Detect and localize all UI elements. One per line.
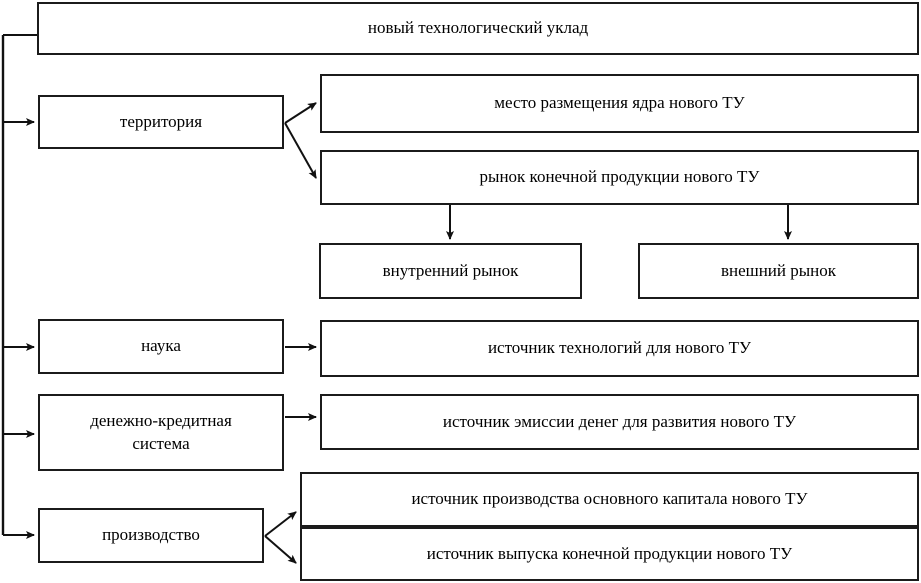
node-external-market[interactable]: внешний рынок bbox=[638, 243, 919, 299]
node-label: новый технологический уклад bbox=[367, 18, 589, 38]
node-label: место размещения ядра нового ТУ bbox=[494, 93, 745, 113]
node-label: наука bbox=[141, 336, 181, 356]
node-label: источник выпуска конечной продукции ново… bbox=[426, 543, 793, 563]
node-label: территория bbox=[119, 111, 203, 131]
node-label: внутренний рынок bbox=[382, 260, 519, 280]
node-money-emission-source[interactable]: источник эмиссии денег для развития ново… bbox=[320, 394, 919, 450]
node-label: источник технологий для нового ТУ bbox=[487, 338, 752, 358]
node-technology-source[interactable]: источник технологий для нового ТУ bbox=[320, 320, 919, 377]
arrow-production-to-final-output-source bbox=[264, 535, 297, 564]
node-core-placement[interactable]: место размещения ядра нового ТУ bbox=[320, 74, 919, 133]
node-monetary-credit-system[interactable]: денежно-кредитная система bbox=[38, 394, 284, 471]
node-internal-market[interactable]: внутренний рынок bbox=[319, 243, 582, 299]
node-capital-production-source[interactable]: источник производства основного капитала… bbox=[300, 472, 919, 527]
node-label: внешний рынок bbox=[720, 260, 837, 280]
node-label: производство bbox=[102, 525, 200, 545]
node-production[interactable]: производство bbox=[38, 508, 264, 563]
node-label: денежно-кредитная система bbox=[90, 410, 232, 453]
arrow-territory-to-final-product-market bbox=[284, 122, 317, 179]
node-new-technological-order[interactable]: новый технологический уклад bbox=[37, 2, 919, 55]
node-label: источник эмиссии денег для развития ново… bbox=[442, 411, 797, 431]
arrow-production-to-capital-production-source bbox=[264, 511, 297, 537]
node-final-product-market[interactable]: рынок конечной продукции нового ТУ bbox=[320, 150, 919, 205]
node-label: источник производства основного капитала… bbox=[411, 489, 808, 509]
node-label: рынок конечной продукции нового ТУ bbox=[479, 167, 760, 187]
node-final-output-source[interactable]: источник выпуска конечной продукции ново… bbox=[300, 527, 919, 581]
arrow-territory-to-core-placement bbox=[284, 102, 317, 124]
node-science[interactable]: наука bbox=[38, 319, 284, 374]
node-territory[interactable]: территория bbox=[38, 95, 284, 149]
